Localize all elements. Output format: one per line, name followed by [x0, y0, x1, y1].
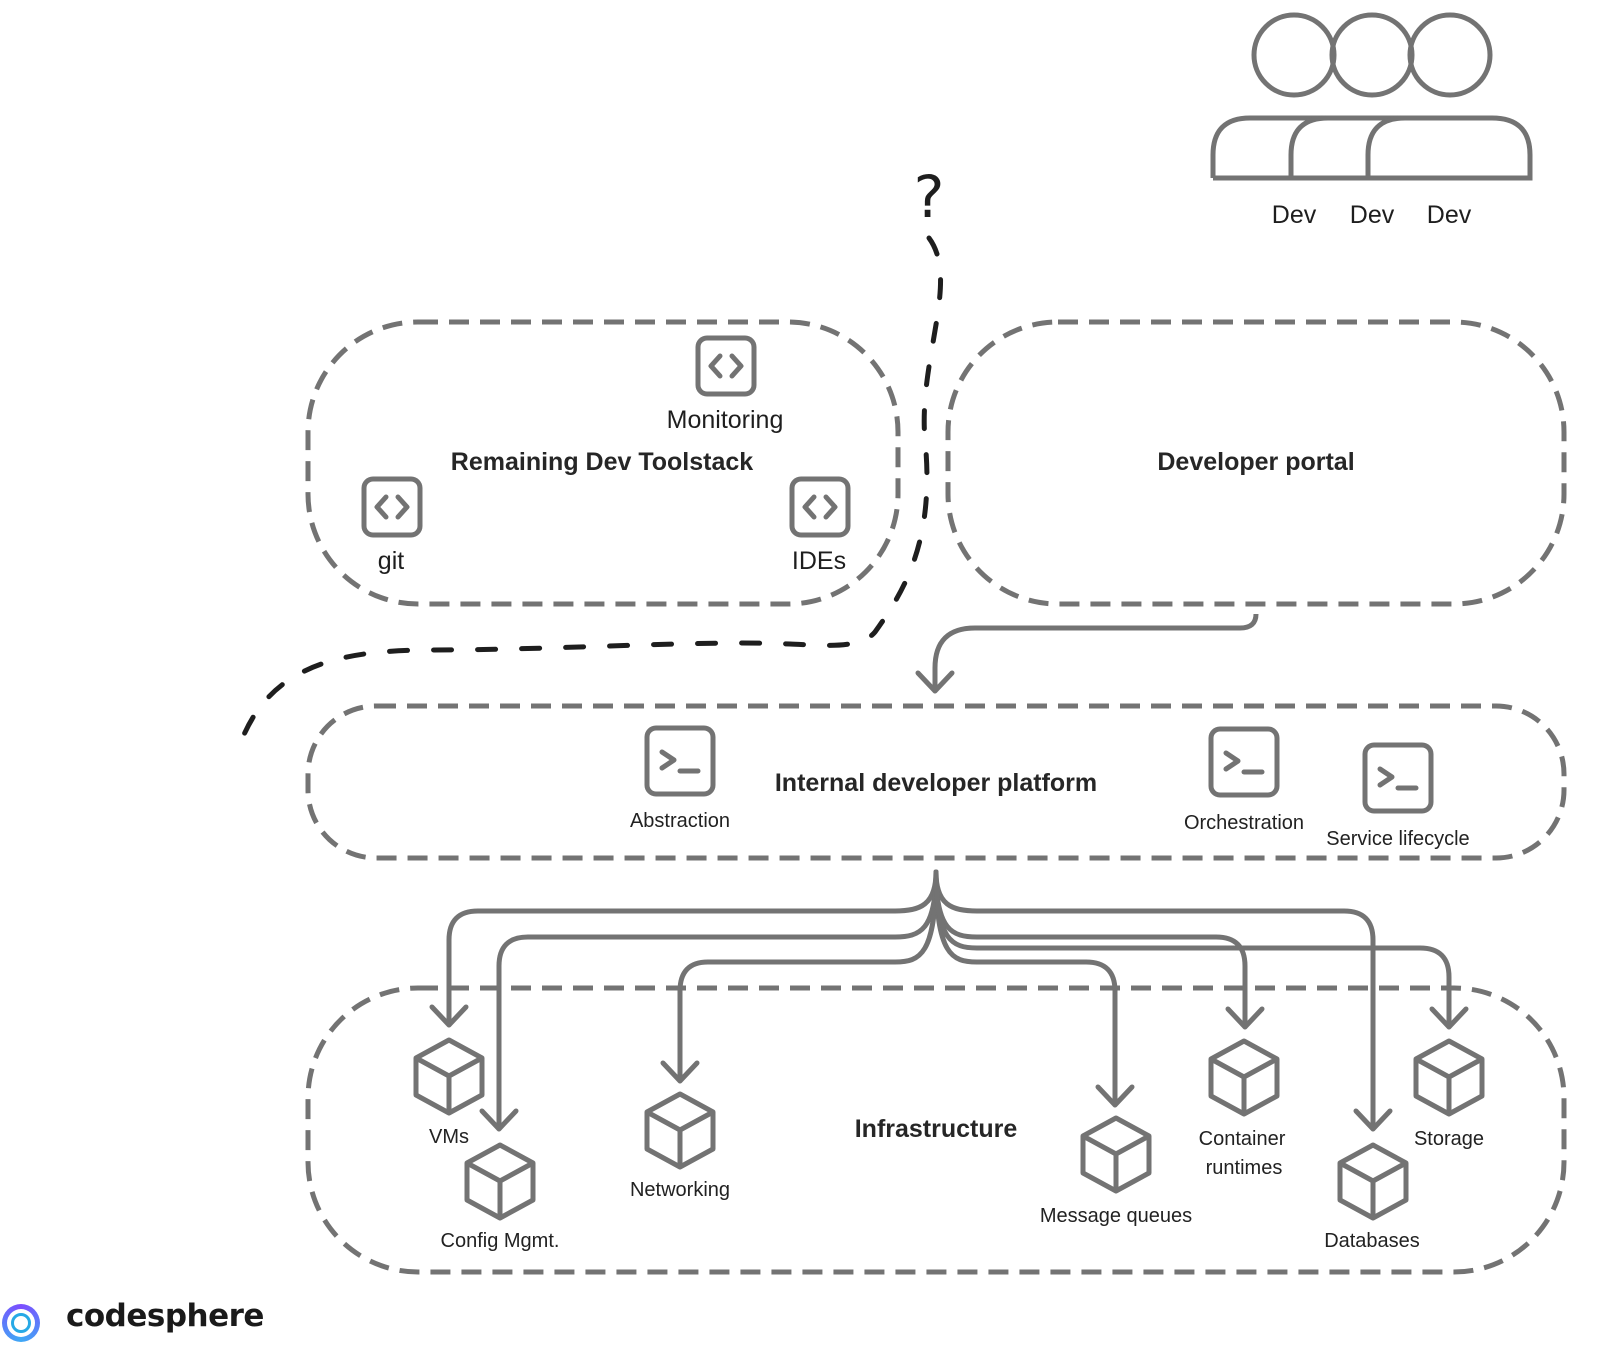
- cube-icon: [647, 1094, 713, 1167]
- dev-users-group: [1210, 12, 1533, 181]
- resource-label-message-queues: Message queues: [1039, 1205, 1193, 1227]
- infrastructure-container: [305, 985, 1567, 1275]
- codesphere-logo-icon: [2, 1304, 40, 1342]
- person-icon: [1251, 12, 1337, 98]
- cube-icon: [1211, 1041, 1277, 1114]
- code-brackets-icon: [364, 479, 420, 535]
- resource-label-vms: VMs: [429, 1126, 469, 1148]
- toolstack-title: Remaining Dev Toolstack: [450, 448, 754, 476]
- tool-label-git: git: [377, 547, 405, 575]
- code-brackets-icon: [792, 479, 848, 535]
- resource-label-networking: Networking: [629, 1179, 731, 1201]
- platform-container: [305, 703, 1567, 861]
- cube-icon: [1340, 1145, 1406, 1218]
- terminal-icon: [647, 728, 713, 794]
- arrowhead-icon: [915, 670, 955, 694]
- brand-name: codesphere: [66, 1298, 264, 1334]
- resource-label-config-mgmt: Config Mgmt.: [440, 1230, 560, 1252]
- cube-icon: [1416, 1041, 1482, 1114]
- brand-logo: codesphere: [0, 1298, 264, 1354]
- question-mark: ?: [913, 163, 945, 231]
- tool-label-monitoring: Monitoring: [666, 406, 784, 434]
- person-body-icon: [1210, 115, 1338, 178]
- tool-label-ides: IDEs: [791, 547, 847, 575]
- cube-icon: [416, 1040, 482, 1113]
- toolstack-container: [305, 319, 901, 607]
- dev-label: Dev: [1271, 201, 1317, 229]
- dev-label: Dev: [1426, 201, 1472, 229]
- resource-label-runtimes: runtimes: [1205, 1157, 1283, 1179]
- dev-label: Dev: [1349, 201, 1395, 229]
- terminal-icon: [1211, 729, 1277, 795]
- terminal-icon: [1365, 745, 1431, 811]
- person-icon: [1329, 12, 1415, 98]
- portal-title: Developer portal: [1157, 448, 1355, 476]
- cube-icon: [467, 1145, 533, 1218]
- portal-to-platform-arrow: [932, 613, 1259, 690]
- resource-label-databases: Databases: [1324, 1230, 1420, 1252]
- platform-to-infrastructure-arrows: [429, 869, 1469, 1132]
- unclear-connection: [235, 235, 944, 753]
- component-label-orchestration: Orchestration: [1183, 812, 1305, 834]
- component-label-service-lifecycle: Service lifecycle: [1326, 828, 1470, 850]
- portal-container: [945, 319, 1567, 607]
- component-label-abstraction: Abstraction: [629, 810, 731, 832]
- resource-label-storage: Storage: [1413, 1128, 1485, 1150]
- cube-icon: [1083, 1118, 1149, 1191]
- infrastructure-title: Infrastructure: [854, 1115, 1018, 1143]
- person-icon: [1407, 12, 1493, 98]
- code-brackets-icon: [698, 338, 754, 394]
- platform-title: Internal developer platform: [774, 769, 1098, 797]
- person-body-icon: [1288, 115, 1416, 178]
- person-body-icon: [1213, 115, 1533, 181]
- resource-label-container: Container: [1198, 1128, 1286, 1150]
